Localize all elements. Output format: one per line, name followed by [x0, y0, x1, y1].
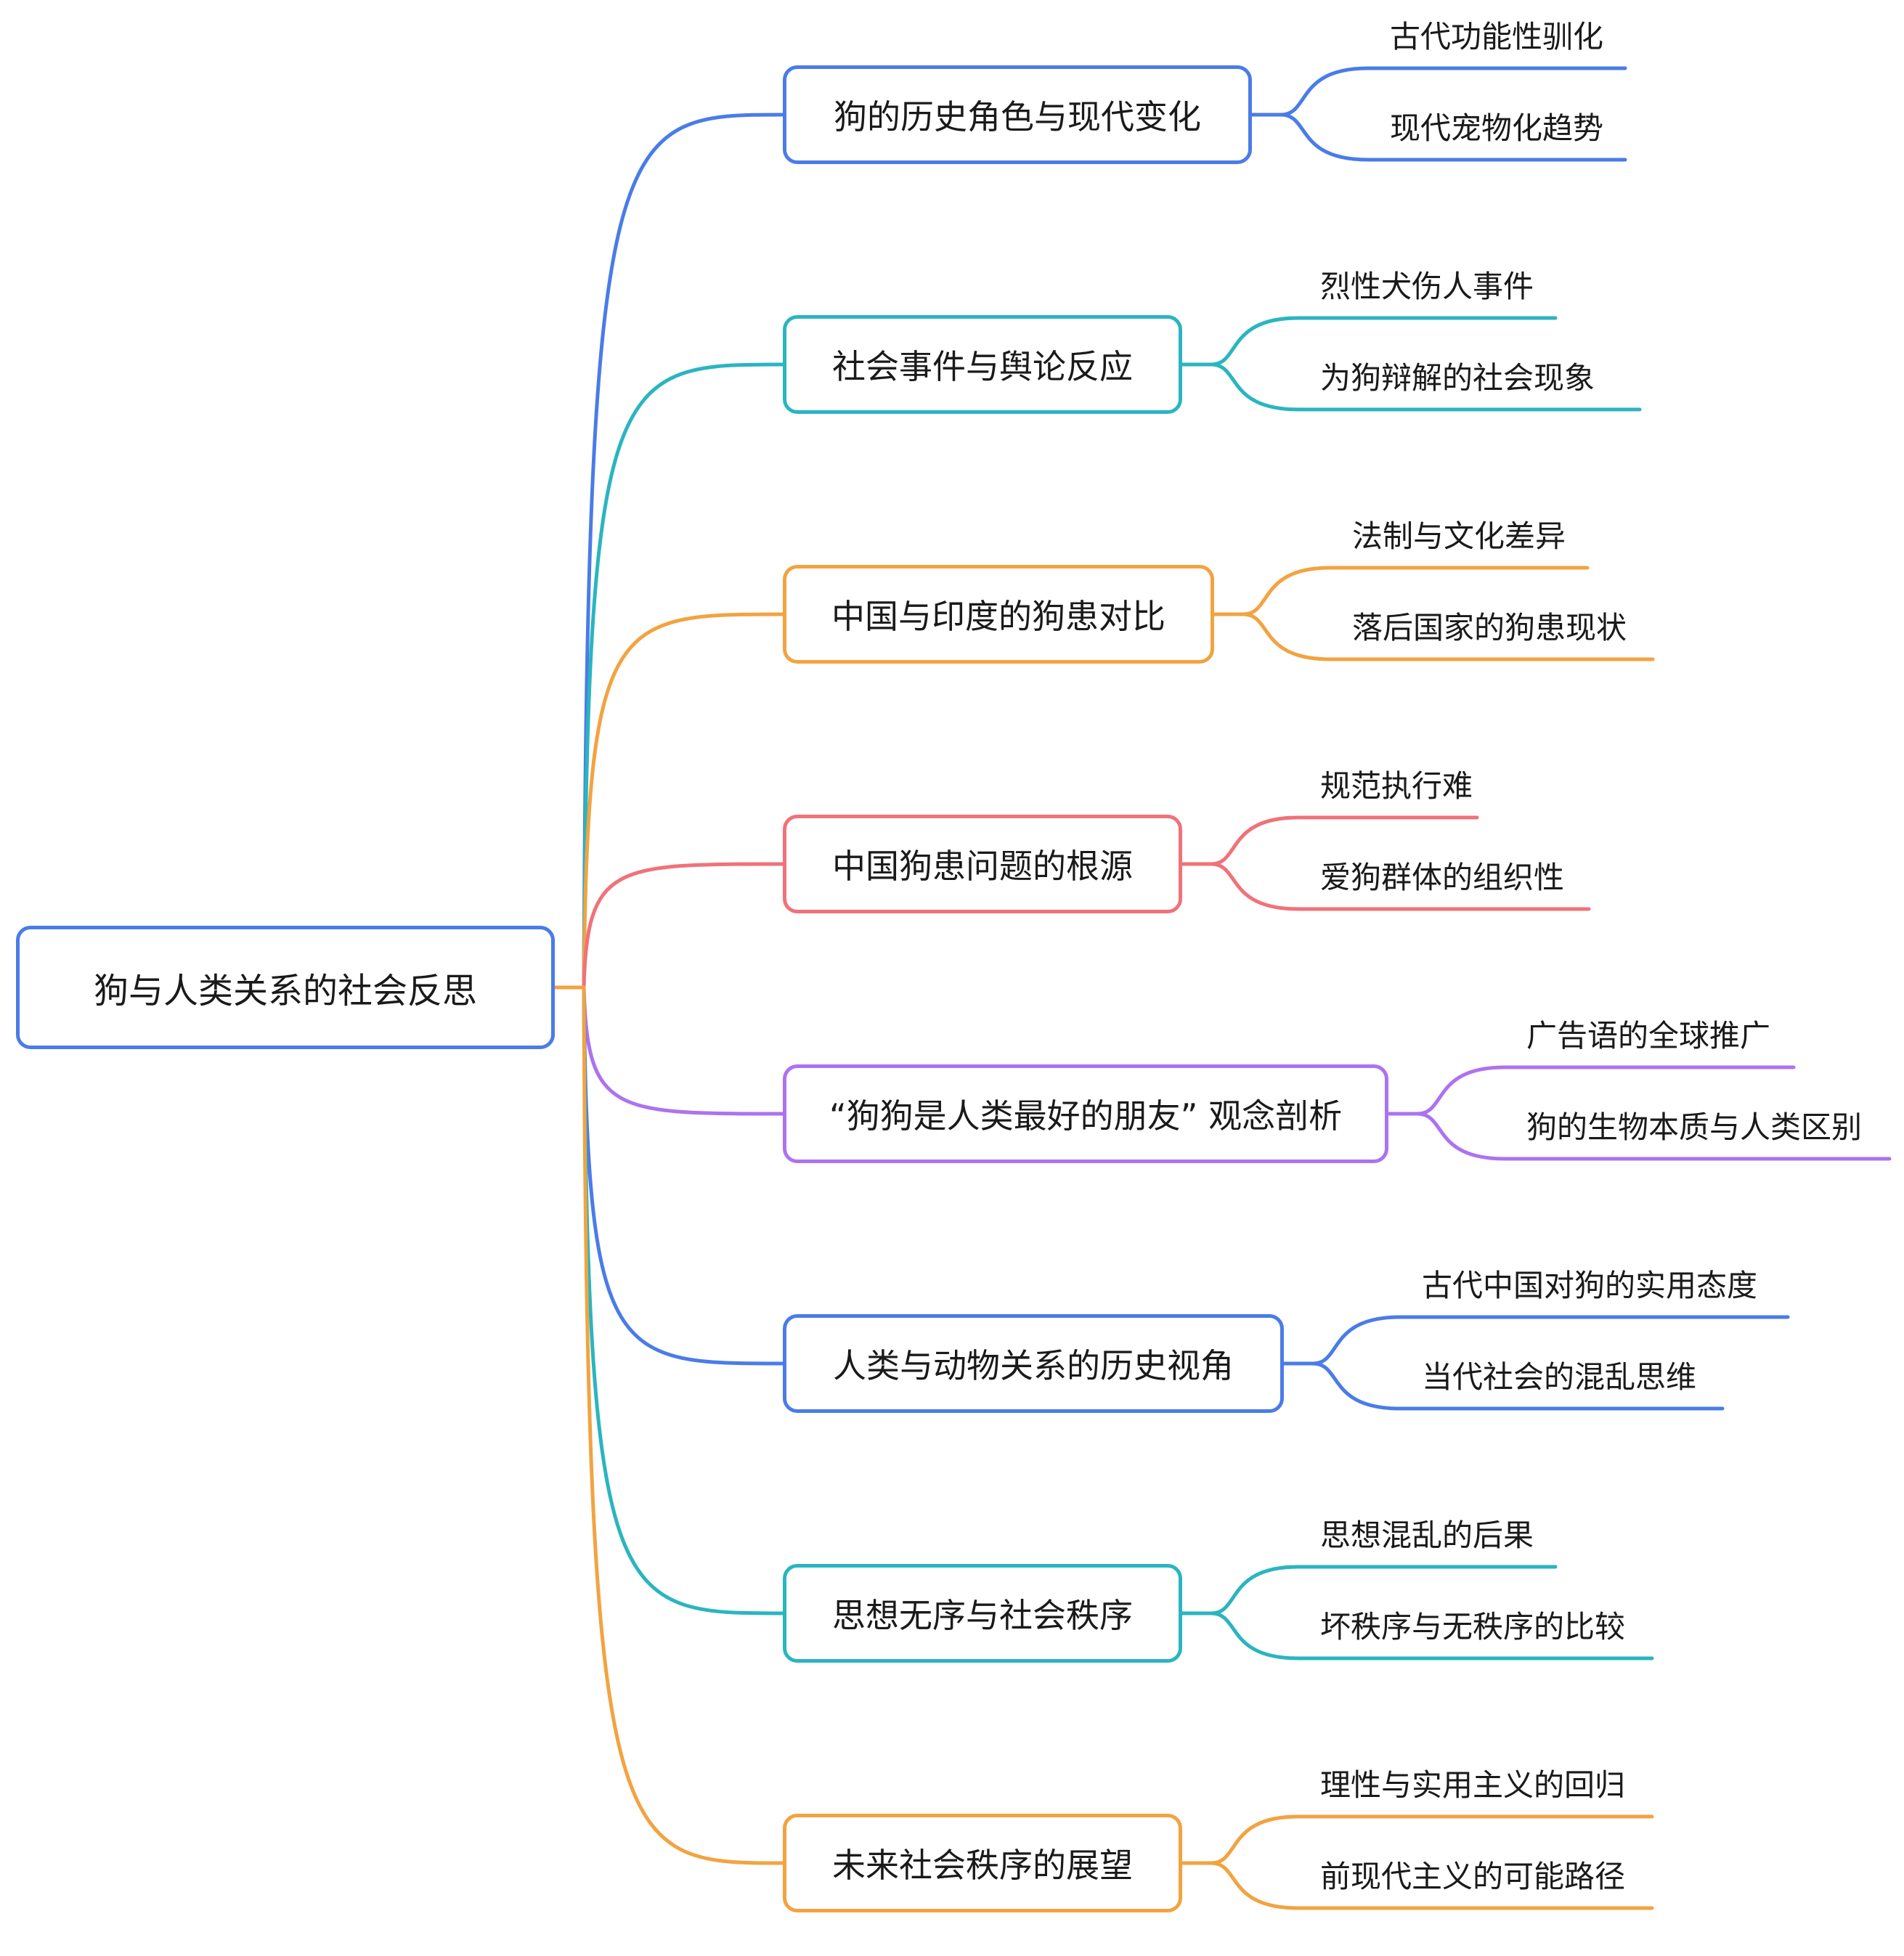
leaf-connector-6-0	[1209, 1565, 1558, 1615]
leaf-label[interactable]: 现代宠物化趋势	[1390, 110, 1604, 146]
branch-label: 未来社会秩序的展望	[832, 1846, 1133, 1885]
branch-node-7[interactable]: 思想无序与社会秩序	[783, 1564, 1182, 1663]
leaf-connector-2-0	[1241, 566, 1590, 616]
branch-label: 中国狗患问题的根源	[832, 847, 1133, 886]
branch-label: 人类与动物关系的历史视角	[833, 1346, 1234, 1385]
leaf-label[interactable]: 狗的生物本质与人类区别	[1526, 1109, 1863, 1145]
branch-node-4[interactable]: 中国狗患问题的根源	[783, 815, 1182, 913]
leaf-connector-7-1	[1209, 1861, 1654, 1910]
leaf-label[interactable]: 思想混乱的后果	[1320, 1517, 1534, 1553]
branch-connector-7	[582, 985, 785, 1865]
root-node[interactable]: 狗与人类关系的社会反思	[16, 926, 555, 1049]
leaf-connector-2-1	[1241, 612, 1655, 661]
branch-node-8[interactable]: 未来社会秩序的展望	[783, 1814, 1182, 1912]
leaf-connector-6-1	[1209, 1611, 1654, 1660]
leaf-connector-0-1	[1279, 113, 1627, 162]
branch-label: 中国与印度的狗患对比	[831, 597, 1165, 636]
leaf-connector-5-0	[1311, 1315, 1790, 1366]
branch-label: 社会事件与舆论反应	[832, 347, 1133, 386]
branch-node-3[interactable]: 中国与印度的狗患对比	[783, 565, 1214, 664]
leaf-label[interactable]: 古代功能性驯化	[1390, 19, 1604, 54]
leaf-label[interactable]: 广告语的全球推广	[1526, 1018, 1771, 1054]
leaf-connector-0-0	[1279, 66, 1627, 117]
leaf-label[interactable]: 当代社会的混乱思维	[1422, 1359, 1697, 1395]
leaf-connector-3-0	[1209, 815, 1479, 866]
leaf-connector-1-0	[1209, 316, 1558, 367]
branch-node-1[interactable]: 狗的历史角色与现代变化	[783, 65, 1252, 164]
leaf-label[interactable]: 理性与实用主义的回归	[1320, 1767, 1626, 1803]
branch-connector-5	[582, 985, 785, 1366]
leaf-label[interactable]: 古代中国对狗的实用态度	[1422, 1268, 1758, 1303]
leaf-connector-4-1	[1415, 1112, 1892, 1161]
branch-node-5[interactable]: “狗狗是人类最好的朋友” 观念剖析	[783, 1064, 1388, 1163]
leaf-label[interactable]: 法制与文化差异	[1352, 518, 1566, 554]
leaf-connector-7-0	[1209, 1814, 1654, 1865]
branch-connector-4	[582, 985, 785, 1116]
leaf-connector-1-1	[1209, 362, 1642, 412]
leaf-label[interactable]: 坏秩序与无秩序的比较	[1320, 1609, 1626, 1645]
leaf-label[interactable]: 前现代主义的可能路径	[1320, 1859, 1626, 1894]
leaf-label[interactable]: 爱狗群体的组织性	[1320, 860, 1565, 895]
leaf-label[interactable]: 规范执行难	[1320, 768, 1473, 804]
branch-connector-3	[582, 862, 785, 990]
branch-node-2[interactable]: 社会事件与舆论反应	[783, 315, 1182, 414]
leaf-label[interactable]: 为狗辩解的社会现象	[1320, 360, 1595, 396]
root-label: 狗与人类关系的社会反思	[93, 971, 477, 1011]
branch-connector-0	[582, 113, 785, 990]
leaf-connector-3-1	[1209, 862, 1591, 911]
branch-connector-2	[582, 612, 785, 990]
branch-label: “狗狗是人类最好的朋友” 观念剖析	[829, 1096, 1343, 1136]
branch-node-6[interactable]: 人类与动物关系的历史视角	[783, 1314, 1284, 1413]
leaf-connector-5-1	[1311, 1361, 1725, 1411]
leaf-label[interactable]: 烈性犬伤人事件	[1320, 269, 1534, 304]
branch-label: 狗的历史角色与现代变化	[834, 97, 1201, 136]
leaf-label[interactable]: 落后国家的狗患现状	[1352, 610, 1627, 645]
leaf-connector-4-0	[1415, 1065, 1796, 1116]
branch-connector-1	[582, 362, 785, 990]
branch-label: 思想无序与社会秩序	[832, 1596, 1133, 1635]
